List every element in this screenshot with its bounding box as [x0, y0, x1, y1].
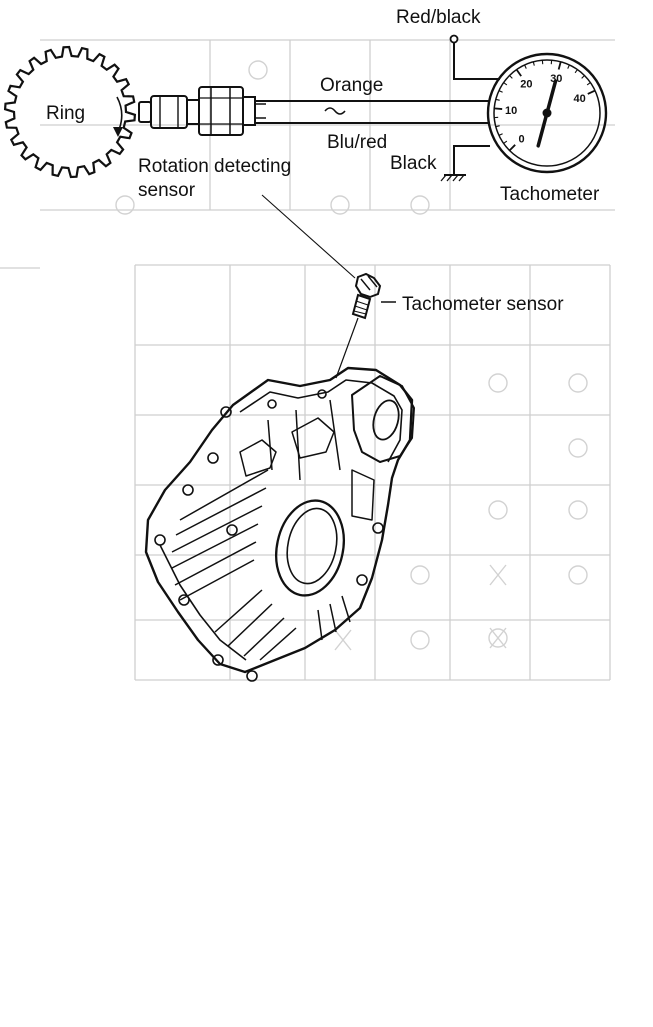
red-black-terminal — [449, 34, 459, 44]
gauge-numbers: 0 10 20 30 40 — [505, 73, 586, 145]
background-grid — [0, 39, 615, 681]
ring-gear — [3, 45, 137, 179]
flywheel-housing — [144, 366, 415, 682]
red-black-label: Red/black — [396, 7, 481, 28]
black-label: Black — [390, 153, 437, 174]
gauge-tick — [498, 90, 503, 93]
housing-outline — [144, 366, 414, 674]
housing-bore — [275, 499, 345, 597]
gauge-needle-hub — [542, 108, 552, 118]
gauge-tick — [557, 61, 562, 70]
gauge-ticks — [494, 60, 596, 152]
gauge-tick — [587, 89, 596, 95]
wire-break-mark — [324, 107, 346, 115]
gauge-number: 0 — [518, 133, 524, 145]
gauge-number: 20 — [520, 79, 532, 91]
ground-hatch — [440, 174, 465, 182]
gauge-inner-ring — [493, 59, 601, 167]
rotation-detecting-sensor — [138, 86, 266, 136]
gauge-tick — [586, 82, 591, 86]
gauge-number: 10 — [505, 105, 517, 117]
wiring — [255, 34, 500, 182]
rotation-arrow-head — [113, 127, 123, 137]
gauge-tick — [503, 82, 508, 86]
gauge-tick — [574, 69, 578, 74]
rotation-sensor-label-line1: Rotation detecting — [138, 156, 291, 177]
gauge-tick — [515, 69, 522, 77]
housing-upper-boss — [351, 375, 415, 463]
rotation-arrow — [116, 96, 123, 133]
gauge-outer-ring — [486, 52, 608, 174]
gauge-tick — [509, 75, 513, 79]
background-grid-marks — [115, 60, 588, 651]
tachometer-label: Tachometer — [500, 184, 600, 205]
tachometer-sensor — [335, 272, 382, 379]
black-wire — [453, 145, 490, 175]
gauge-tick — [498, 133, 503, 136]
gauge-tick — [495, 125, 500, 128]
sensor-leader-line — [261, 194, 356, 279]
tachometer-sensor-label: Tachometer sensor — [402, 294, 564, 315]
blu-red-label: Blu/red — [327, 132, 387, 153]
gauge-number: 40 — [574, 93, 586, 105]
ring-label: Ring — [46, 103, 85, 124]
red-black-wire — [453, 42, 500, 80]
rotation-sensor-label-line2: sensor — [138, 180, 196, 201]
tachometer-sensor-mount-line — [335, 317, 359, 379]
gauge-tick — [494, 107, 503, 110]
gauge-tick — [495, 98, 500, 101]
gauge-tick — [503, 140, 508, 144]
orange-label: Orange — [320, 75, 383, 96]
gauge-number: 30 — [550, 73, 562, 85]
gauge-tick — [567, 64, 570, 69]
tachometer-gauge: 0 10 20 30 40 — [486, 52, 608, 174]
gauge-tick — [508, 144, 516, 152]
gauge-tick — [532, 61, 535, 66]
ring-gear-outline — [3, 45, 137, 179]
gauge-tick — [581, 75, 585, 79]
gauge-tick — [524, 64, 527, 69]
